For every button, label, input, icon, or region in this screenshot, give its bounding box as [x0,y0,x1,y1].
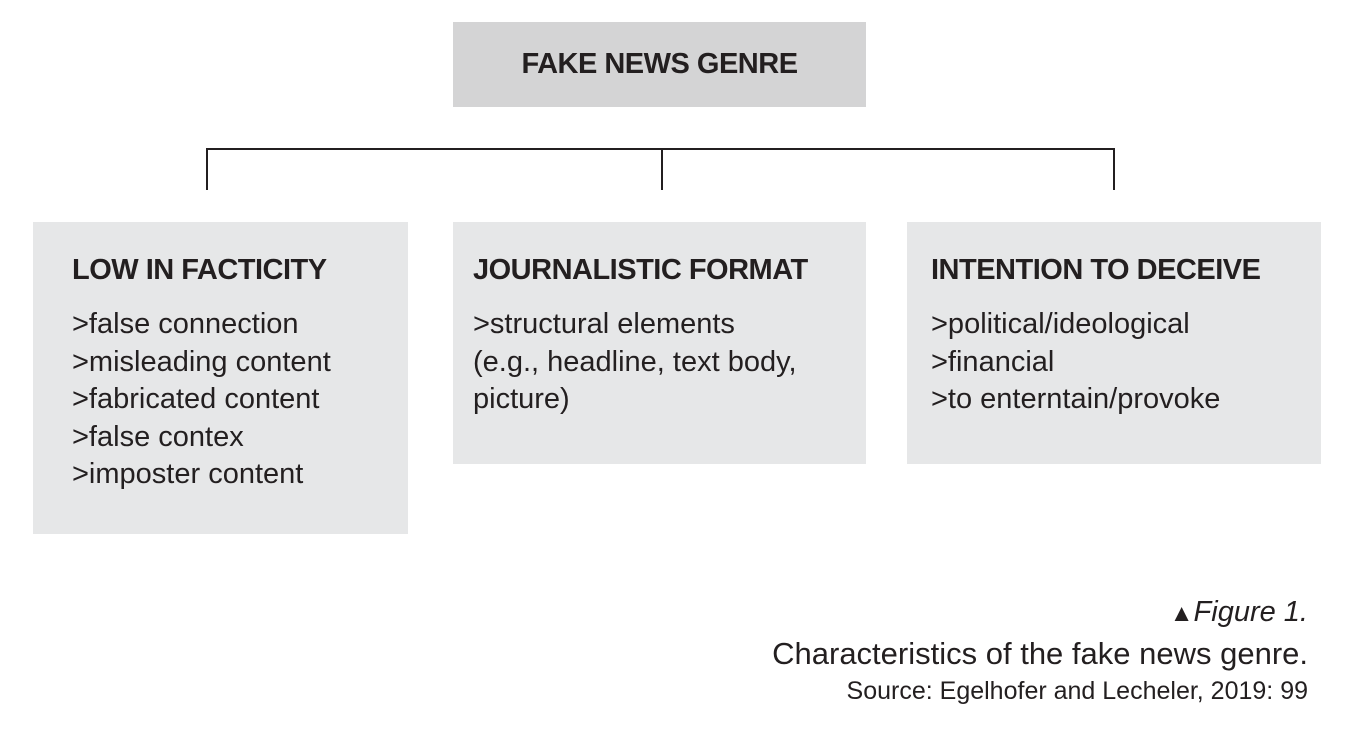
node-title: LOW IN FACTICITY [72,254,327,286]
node-item: >to enterntain/provoke [931,383,1221,415]
figure-source: Source: Egelhofer and Lecheler, 2019: 99 [846,677,1308,705]
node-item: >false contex [72,420,244,453]
connector-horizontal [206,148,1115,150]
node-low-in-facticity: LOW IN FACTICITY >false connection >misl… [33,222,408,534]
node-item: >fabricated content [72,383,320,415]
node-item: picture) [473,383,570,415]
node-title: JOURNALISTIC FORMAT [473,254,808,286]
figure-label: ▲Figure 1. [1170,596,1308,629]
node-item: >financial [931,345,1055,378]
node-intention-to-deceive: INTENTION TO DECEIVE >political/ideologi… [907,222,1321,464]
node-item: >misleading content [72,345,331,378]
node-item: >false connection [72,308,299,340]
node-item: >political/ideological [931,308,1190,340]
triangle-marker-icon: ▲ [1169,600,1194,627]
figure-title: Characteristics of the fake news genre. [772,636,1308,671]
connector-center [661,148,663,190]
root-label: FAKE NEWS GENRE [521,48,798,80]
node-item: (e.g., headline, text body, [473,345,797,378]
root-node-fake-news-genre: FAKE NEWS GENRE [453,22,866,107]
node-item: >structural elements [473,308,735,340]
connector-left [206,148,208,190]
node-title: INTENTION TO DECEIVE [931,254,1261,286]
node-item: >imposter content [72,458,304,490]
figure-number: Figure 1. [1193,596,1308,628]
node-journalistic-format: JOURNALISTIC FORMAT >structural elements… [453,222,866,464]
connector-right [1113,148,1115,190]
